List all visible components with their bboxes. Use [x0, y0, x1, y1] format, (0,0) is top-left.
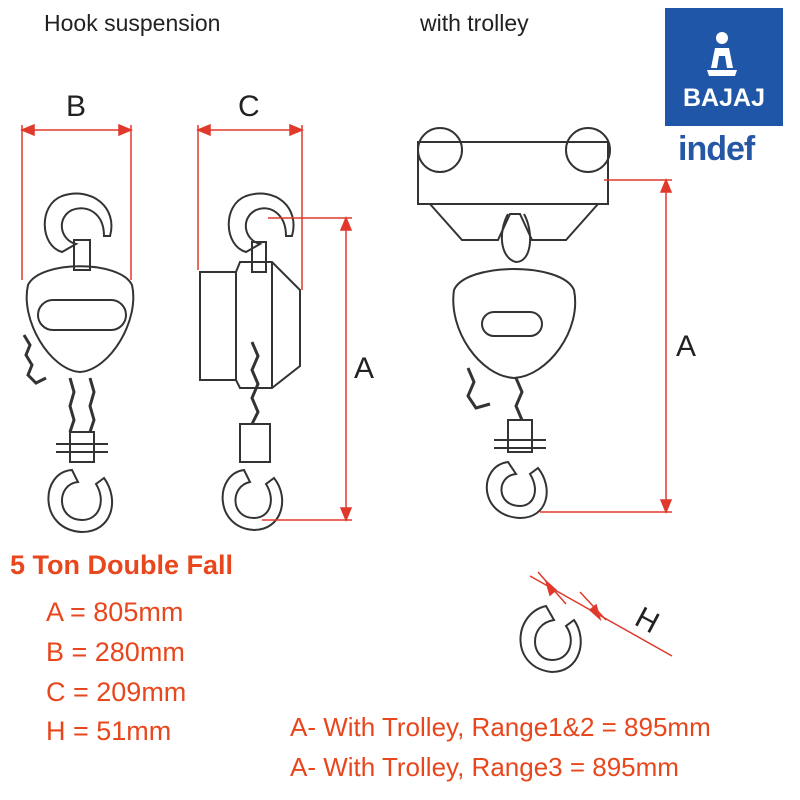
hoist-front-view [22, 192, 135, 534]
bottom-block [69, 431, 95, 463]
side-bottom-block [239, 423, 271, 463]
spec-c: C = 209mm [46, 677, 187, 707]
top-hook [43, 192, 113, 254]
side-body [199, 261, 301, 389]
small-hook [519, 604, 582, 674]
hook-shank [73, 239, 91, 271]
trolley-wheel-left [417, 127, 463, 173]
hoist-trolley-view [417, 127, 611, 520]
trolley-body-slot [481, 311, 543, 337]
indef-wordmark: indef [678, 130, 755, 168]
note-range3: A- With Trolley, Range3 = 895mm [290, 752, 679, 782]
trolley-hook-link [500, 213, 532, 264]
body-slot [37, 299, 127, 331]
dimension-lines [20, 123, 673, 657]
spec-title: 5 Ton Double Fall [10, 550, 234, 580]
dimension-label-b: B [66, 90, 87, 123]
hand-chain [22, 334, 47, 385]
caption-hook-suspension: Hook suspension [44, 10, 221, 36]
trolley-bottom-block [507, 419, 533, 453]
note-range12: A- With Trolley, Range1&2 = 895mm [290, 712, 711, 742]
bajaj-wordmark: BAJAJ [683, 84, 765, 112]
hoist-side-view [199, 192, 301, 532]
side-top-hook [227, 192, 295, 254]
trolley-bottom-hook [485, 460, 548, 520]
spec-b: B = 280mm [46, 637, 185, 667]
hoist-body [25, 265, 135, 374]
trolley-skirt [429, 203, 599, 241]
block-pin [56, 443, 108, 453]
trolley-chain-right [514, 377, 524, 421]
bottom-hook [47, 468, 113, 534]
dimension-label-a-hook: A [354, 352, 375, 385]
trolley-body [452, 268, 577, 380]
spec-a: A = 805mm [46, 597, 184, 627]
spec-h: H = 51mm [46, 716, 172, 746]
dimension-label-c: C [238, 90, 260, 123]
bajaj-logo: BAJAJ [665, 8, 783, 126]
side-hook-shank [251, 241, 267, 273]
trolley-chain-left [466, 367, 491, 410]
trolley-frame [417, 141, 609, 205]
load-chain [68, 377, 96, 433]
trolley-wheel-right [565, 127, 611, 173]
side-chain [250, 341, 260, 425]
caption-with-trolley: with trolley [420, 10, 529, 36]
bajaj-emblem-icon [707, 32, 737, 76]
dimension-label-a-trolley: A [676, 330, 697, 363]
side-bottom-hook [221, 468, 284, 532]
